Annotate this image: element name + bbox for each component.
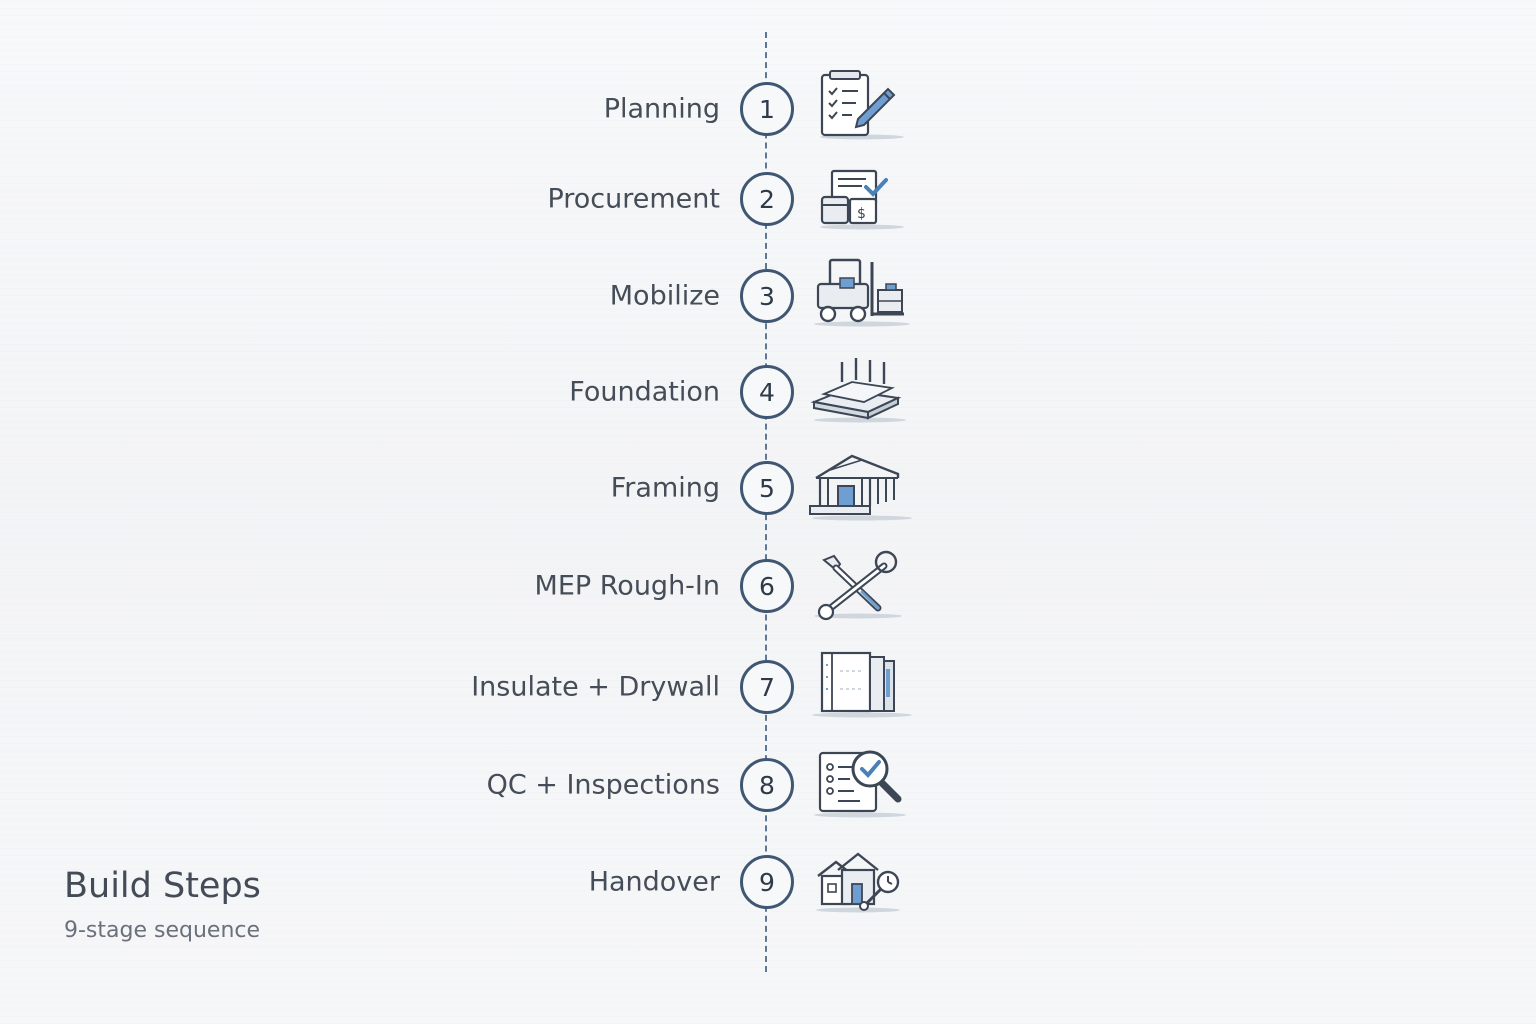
step-number-badge: 5	[740, 461, 794, 515]
step-label: Framing	[610, 472, 720, 504]
foundation-slab-icon	[800, 352, 920, 432]
step-number-badge: 3	[740, 269, 794, 323]
house-key-icon	[800, 842, 920, 922]
drywall-panels-icon	[800, 647, 920, 727]
clipboard-checklist-icon	[800, 69, 920, 149]
step-label: Handover	[588, 866, 720, 898]
step-qc-inspections: QC + Inspections 8	[0, 750, 960, 818]
forklift-icon	[800, 256, 920, 336]
step-label: QC + Inspections	[486, 769, 720, 801]
step-foundation: Foundation 4	[0, 358, 960, 423]
step-mobilize: Mobilize 3	[0, 258, 960, 327]
step-number-badge: 1	[740, 82, 794, 136]
page-subtitle: 9-stage sequence	[64, 918, 261, 943]
svg-text:$: $	[857, 206, 866, 222]
step-number-badge: 9	[740, 855, 794, 909]
step-handover: Handover 9	[0, 852, 960, 913]
inspection-magnifier-icon	[800, 745, 920, 825]
house-frame-icon	[800, 448, 920, 528]
step-mep-rough-in: MEP Rough-In 6	[0, 550, 960, 621]
step-insulate-drywall: Insulate + Drywall 7	[0, 651, 960, 718]
step-label: Planning	[603, 93, 720, 125]
crossed-tools-icon	[800, 546, 920, 626]
step-framing: Framing 5	[0, 454, 960, 521]
step-number-badge: 8	[740, 758, 794, 812]
step-label: Insulate + Drywall	[471, 671, 720, 703]
step-label: Mobilize	[609, 280, 720, 312]
step-number-badge: 6	[740, 559, 794, 613]
step-planning: Planning 1	[0, 70, 960, 140]
step-number-badge: 2	[740, 172, 794, 226]
step-label: MEP Rough-In	[534, 570, 720, 602]
step-number-badge: 4	[740, 365, 794, 419]
step-number-badge: 7	[740, 660, 794, 714]
invoice-payment-icon: $	[800, 159, 920, 239]
page-title: Build Steps	[64, 866, 261, 906]
step-label: Procurement	[547, 183, 720, 215]
title-block: Build Steps 9-stage sequence	[64, 866, 261, 943]
step-label: Foundation	[569, 376, 720, 408]
step-procurement: Procurement 2 $	[0, 169, 960, 230]
